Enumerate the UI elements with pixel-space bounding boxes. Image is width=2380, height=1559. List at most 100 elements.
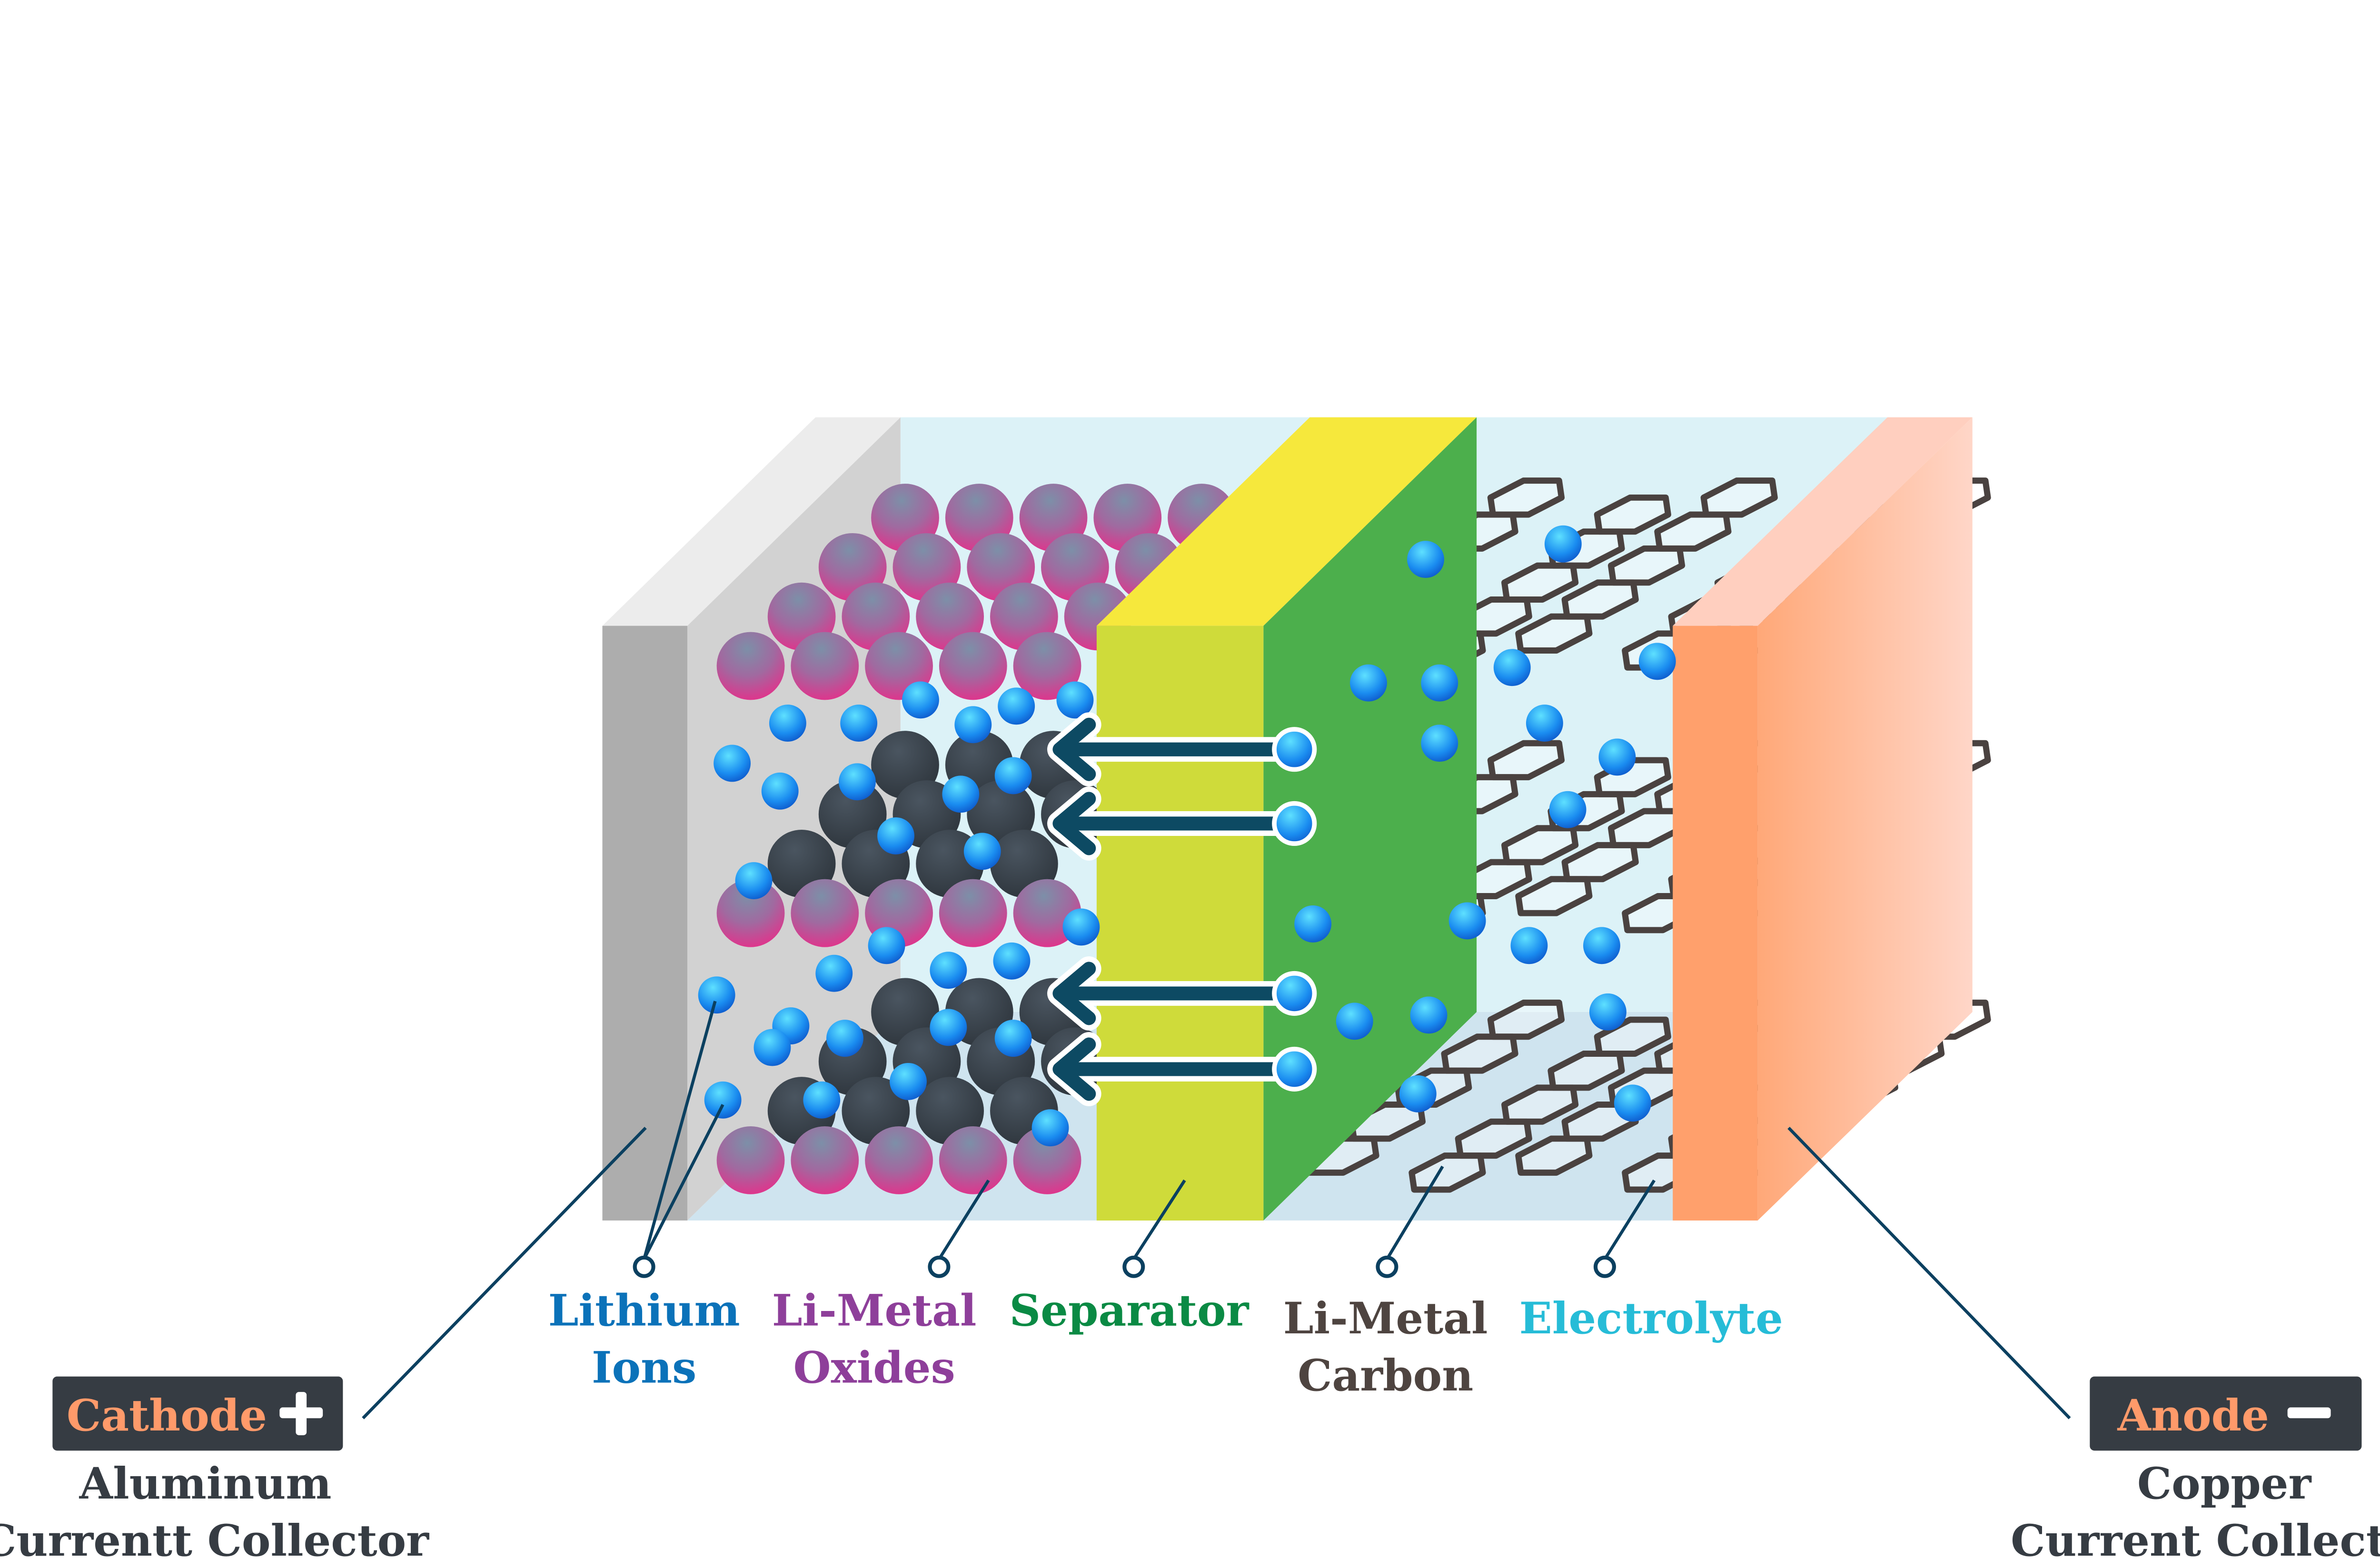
carbon-hexagon (1561, 842, 1639, 883)
lithium-ion (998, 687, 1035, 725)
carbon-hexagon (1607, 545, 1686, 586)
lithium-ion-particles (698, 525, 1676, 1147)
lithium-ion (838, 763, 876, 801)
carbon-hexagon (1700, 477, 1778, 518)
cathode-badge: Cathode + (52, 1376, 343, 1451)
cathode-collector-front-face (602, 626, 687, 1221)
oxide-particle (791, 879, 859, 947)
lithium-ion (1272, 1046, 1317, 1092)
leader-carbon (1386, 1165, 1444, 1260)
lithium-ion (1350, 664, 1387, 702)
li-metal-oxide-particles (716, 484, 1236, 1194)
carbon-hexagon (1515, 876, 1593, 916)
lithium-ion (1638, 643, 1676, 680)
lithium-ion (1336, 1003, 1373, 1040)
oxide-particle (716, 632, 785, 700)
lithium-ion (1056, 681, 1094, 719)
carbon-hexagon (1487, 740, 1565, 781)
anode-badge: Anode − (2090, 1376, 2362, 1451)
leader-dot (1122, 1255, 1145, 1278)
leader-dot (633, 1255, 655, 1278)
carbon-hexagon (1408, 1152, 1486, 1193)
ion-flow-arrows (1047, 712, 1317, 1106)
lithium-ion (803, 1081, 841, 1119)
lithium-ion (1062, 908, 1100, 946)
lithium-ion (1583, 927, 1620, 964)
lithium-ion (930, 952, 967, 989)
separator-front-face (1096, 626, 1264, 1221)
lithium-ion (1272, 727, 1317, 772)
oxide-particle (791, 1126, 859, 1194)
lithium-ion (1448, 902, 1486, 940)
leader-anode (1787, 1126, 2071, 1420)
lithium-ion (761, 772, 799, 810)
leader-dot (1376, 1255, 1398, 1278)
lithium-ion (868, 927, 905, 964)
lithium-ion (1589, 993, 1626, 1031)
lithium-ion (1549, 791, 1587, 828)
lithium-ion (1544, 525, 1582, 563)
leader-lithium-ions-2 (643, 1104, 724, 1260)
lithium-ion (754, 1029, 791, 1066)
lithium-ion (1614, 1084, 1651, 1122)
lithium-ion (769, 705, 806, 742)
lithium-ion (1031, 1109, 1069, 1147)
carbon-hexagon (1547, 1050, 1625, 1091)
arrow-left-icon (1047, 786, 1317, 861)
lithium-ion (942, 775, 980, 813)
label-separator: Separator (1010, 1286, 1250, 1336)
oxide-particle (1013, 1126, 1081, 1194)
lithium-ion (1510, 927, 1548, 964)
carbon-hexagon (1501, 562, 1579, 603)
carbon-hexagon (1501, 825, 1579, 865)
leader-lithium-ions-1 (642, 1001, 717, 1260)
lithium-ion (1493, 649, 1531, 686)
lithium-ion (1410, 996, 1448, 1034)
anode-collector-top-face (1673, 417, 1973, 626)
carbon-hexagon (1455, 1118, 1532, 1159)
lithium-ion (1598, 738, 1636, 776)
lithium-ion (930, 1009, 967, 1046)
oxide-particle (865, 1126, 933, 1194)
arrow-left-icon (1047, 1032, 1317, 1106)
oxide-particle (716, 879, 785, 947)
lithium-ion (994, 1020, 1032, 1057)
carbon-hexagon (1561, 579, 1639, 620)
lithium-ion (1421, 725, 1458, 762)
lithium-ion (1272, 801, 1317, 846)
lithium-ion (714, 745, 751, 782)
label-electrolyte: Electrolyte (1519, 1293, 1783, 1344)
oxide-particle (939, 879, 1007, 947)
cathode-collector-top-face (602, 417, 901, 626)
oxide-particle (791, 632, 859, 700)
lithium-ion (1407, 541, 1444, 578)
plus-icon (279, 1392, 323, 1435)
lithium-ion (698, 976, 735, 1014)
lithium-ion (1272, 971, 1317, 1016)
leader-electrolyte (1603, 1179, 1656, 1260)
oxide-particle (939, 1126, 1007, 1194)
lithium-ion (826, 1020, 863, 1057)
lithium-ion (815, 954, 853, 992)
lithium-ion (735, 862, 773, 899)
carbon-hexagon (1441, 1033, 1518, 1074)
minus-icon (2287, 1407, 2331, 1419)
lithium-ion (1399, 1075, 1437, 1112)
leader-separator (1132, 1179, 1186, 1260)
lithium-ion (963, 833, 1001, 870)
arrow-left-icon (1047, 712, 1317, 787)
lithium-ion (1526, 705, 1563, 742)
carbon-hexagon (1594, 494, 1671, 535)
arrow-left-icon (1047, 956, 1317, 1031)
leader-dot (1593, 1255, 1616, 1278)
anode-badge-label: Anode (2117, 1390, 2269, 1441)
lithium-ion (902, 681, 939, 719)
carbon-hexagon (1654, 511, 1732, 552)
lithium-ion (704, 1081, 742, 1119)
oxide-particle (939, 632, 1007, 700)
